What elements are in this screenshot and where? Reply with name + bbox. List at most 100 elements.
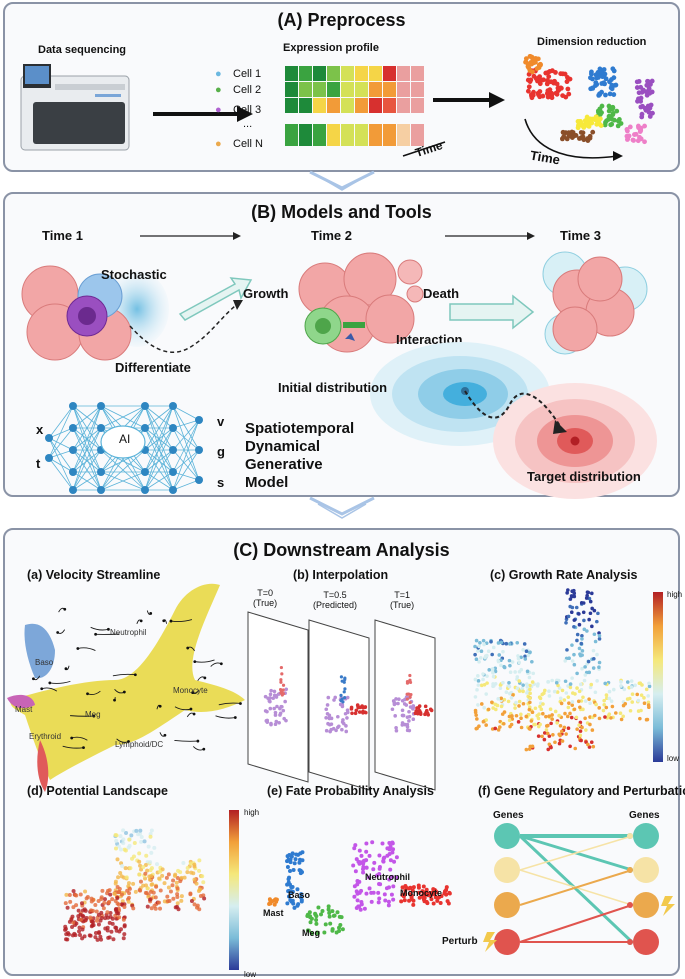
fate-point (295, 887, 300, 892)
fate-point (436, 895, 441, 900)
growth-point (555, 721, 559, 725)
embedding-point (635, 123, 641, 129)
interp-point (324, 707, 329, 712)
embedding-point (560, 129, 566, 135)
growth-point (508, 670, 513, 675)
potential-point (105, 891, 110, 896)
growth-point (479, 649, 484, 654)
heatmap-cell (285, 98, 298, 113)
nn-edge (172, 471, 200, 481)
embedding-point (533, 76, 539, 81)
interp-point (393, 714, 397, 718)
potential-point (151, 890, 156, 895)
nn-node (69, 402, 77, 410)
fate-point (289, 890, 294, 895)
frame-time-label: T=0 (True) (253, 588, 277, 608)
heatmap-cell (411, 98, 424, 113)
interp-point (272, 706, 276, 711)
scale-high-label: high (244, 808, 260, 817)
growth-point (628, 708, 633, 713)
growth-point (539, 707, 544, 712)
interp-point (269, 688, 273, 693)
fate-point (323, 922, 328, 927)
potential-point (115, 884, 120, 889)
growth-point (558, 723, 563, 728)
nn-edge (48, 427, 74, 459)
fate-point (330, 909, 335, 914)
growth-point (596, 611, 600, 616)
streamline-arrow (64, 667, 68, 671)
heatmap-cell (327, 98, 340, 113)
streamline-arrow (191, 691, 195, 695)
embedding-point (645, 79, 651, 84)
fate-point (392, 859, 397, 864)
time3-cells-illustration (542, 251, 648, 355)
interp-point (281, 688, 285, 692)
potential-point (126, 899, 131, 904)
interp-point (284, 687, 289, 692)
interp-point (416, 706, 421, 710)
potential-point (143, 876, 148, 881)
growth-point (519, 725, 524, 730)
growth-point (577, 723, 581, 727)
potential-point (172, 873, 177, 878)
fate-label: Baso (288, 890, 311, 900)
potential-point (76, 908, 81, 913)
growth-point (484, 718, 489, 722)
heatmap-time-line (402, 141, 446, 157)
potential-point (158, 888, 163, 893)
embedding-point (569, 129, 575, 135)
embedding-point (608, 122, 614, 128)
interp-point (355, 703, 360, 707)
growth-point (591, 744, 596, 749)
potential-point (141, 864, 146, 869)
growth-point (517, 699, 522, 704)
potential-point (71, 905, 76, 910)
heatmap-cell (383, 124, 396, 146)
fate-point (328, 921, 333, 926)
embedding-point (530, 57, 536, 63)
interp-point (281, 708, 286, 713)
growth-point (595, 679, 599, 683)
panel-models-tools: (B) Models and Tools Time 1 Time 2 Time … (3, 192, 680, 499)
interp-point (408, 695, 412, 699)
potential-point (95, 937, 100, 942)
fate-point (327, 914, 332, 919)
growth-point (544, 714, 548, 719)
potential-point (70, 933, 75, 938)
embedding-point (535, 90, 541, 96)
fate-point (377, 853, 382, 858)
stream-label: Monocyte (173, 686, 208, 695)
growth-point (578, 729, 583, 733)
interp-point (400, 721, 405, 725)
potential-point (131, 881, 136, 886)
embedding-point (564, 136, 570, 142)
potential-point (101, 906, 106, 911)
nn-node (45, 434, 53, 442)
interp-point (279, 678, 283, 682)
growth-point (629, 679, 634, 683)
fate-point (382, 892, 387, 897)
embedding-point (553, 70, 558, 75)
cell-dot-icon: ● (215, 68, 222, 80)
streamline (77, 647, 96, 651)
embedding-point (611, 117, 617, 123)
interp-point (342, 690, 346, 694)
growth-point (584, 596, 589, 600)
growth-point (578, 705, 582, 710)
model-line: Dynamical (245, 438, 321, 455)
growth-point (495, 703, 500, 708)
velocity-streamline-plot (7, 583, 245, 792)
embedding-point (536, 62, 542, 68)
streamline-arrow (48, 681, 52, 685)
nn-node (195, 446, 203, 454)
potential-point (201, 880, 206, 885)
fate-point (286, 877, 291, 882)
potential-point (189, 870, 194, 875)
gene-edge-arrowhead (627, 939, 633, 945)
potential-point (130, 856, 135, 861)
interp-point (281, 692, 286, 696)
fate-point (403, 888, 408, 893)
growth-point (482, 642, 486, 647)
growth-point (528, 687, 532, 692)
